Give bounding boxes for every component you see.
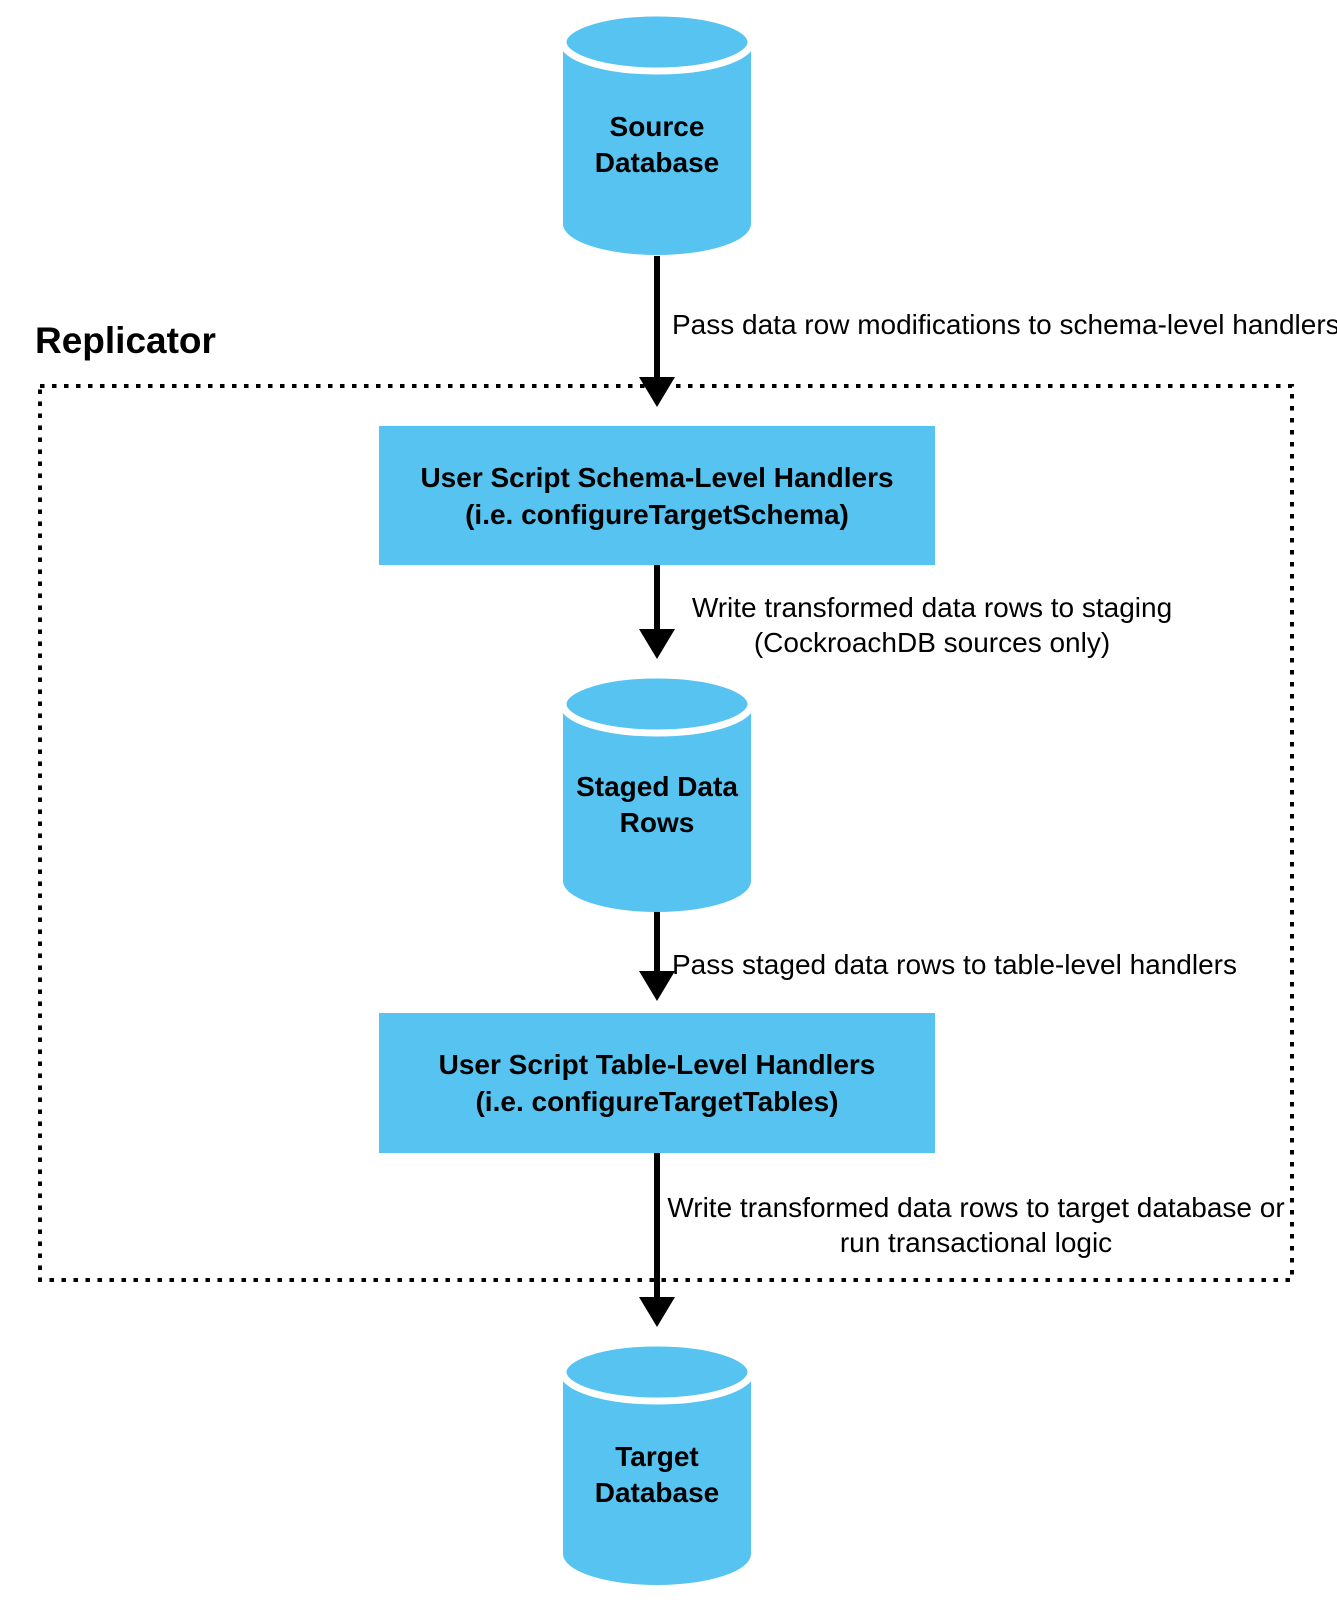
label-line: Source [609, 111, 705, 142]
label-line: (CockroachDB sources only) [753, 627, 1111, 658]
label-line: Database [594, 1477, 720, 1508]
replicator-region-title: Replicator [35, 320, 216, 361]
database-cylinder-icon [560, 9, 754, 255]
label-line: Write transformed data rows to target da… [667, 1192, 1285, 1223]
label-line: Database [594, 147, 720, 178]
edge-label-source-to-schema: Pass data row modifications to schema-le… [672, 309, 1337, 340]
edge-label-table-to-target: Write transformed data rows to target da… [660, 1190, 1292, 1260]
staged-data-rows-label: Staged Data Rows [560, 704, 754, 905]
label-line: run transactional logic [839, 1227, 1113, 1258]
staged-data-rows-node: Staged Data Rows [560, 670, 754, 915]
label-line: (i.e. configureTargetTables) [475, 1086, 839, 1117]
edge-label-staged-to-table: Pass staged data rows to table-level han… [672, 949, 1237, 980]
schema-level-handlers-node: User Script Schema-Level Handlers (i.e. … [379, 426, 935, 565]
label-line: Write transformed data rows to staging [691, 592, 1173, 623]
label-line: Rows [619, 806, 695, 838]
target-database-label: Target Database [560, 1372, 754, 1578]
source-database-label: Source Database [560, 42, 754, 248]
table-level-handlers-node: User Script Table-Level Handlers (i.e. c… [379, 1013, 935, 1153]
edge-label-schema-to-staged: Write transformed data rows to staging (… [672, 590, 1192, 660]
source-database-node: Source Database [560, 8, 754, 258]
database-cylinder-icon [560, 671, 754, 912]
database-cylinder-icon [560, 1339, 754, 1585]
label-line: Staged Data [576, 770, 738, 802]
label-line: Target [615, 1441, 699, 1472]
target-database-node: Target Database [560, 1338, 754, 1588]
label-line: User Script Table-Level Handlers [438, 1049, 876, 1080]
label-line: (i.e. configureTargetSchema) [465, 498, 849, 530]
label-line: User Script Schema-Level Handlers [420, 461, 894, 493]
